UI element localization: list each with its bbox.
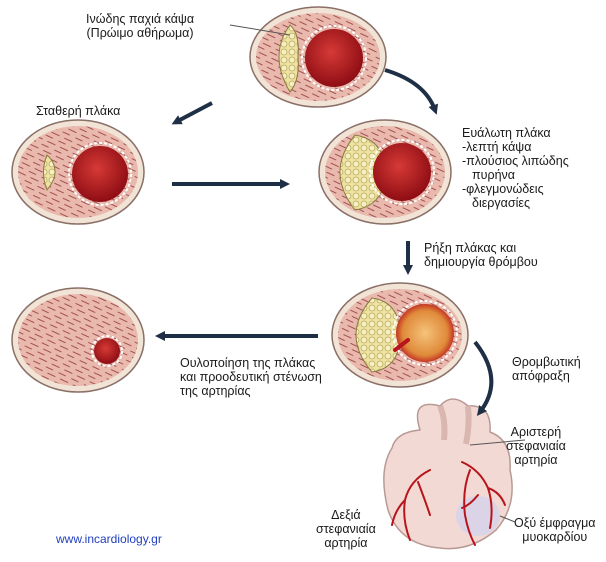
label-line: απόφραξη bbox=[512, 369, 581, 383]
arrow-to-vulnerable bbox=[385, 70, 435, 110]
label-line: αρτηρία bbox=[506, 453, 566, 467]
label-rupture: Ρήξη πλάκας και δημιουργία θρόμβου bbox=[424, 241, 538, 269]
early-atheroma-artery bbox=[250, 7, 386, 107]
heart-illustration bbox=[384, 399, 512, 549]
label-line: -λεπτή κάψα bbox=[462, 140, 569, 154]
label-right-coronary: Δεξιά στεφανιαία αρτηρία bbox=[316, 508, 376, 550]
label-left-coronary: Αριστερή στεφανιαία αρτηρία bbox=[506, 425, 566, 467]
label-line: αρτηρία bbox=[316, 536, 376, 550]
label-healing: Ουλοποίηση της πλάκας και προοδευτική στ… bbox=[180, 356, 322, 398]
label-line: Δεξιά bbox=[316, 508, 376, 522]
label-line: Θρομβωτική bbox=[512, 355, 581, 369]
label-line: -φλεγμονώδεις bbox=[462, 182, 569, 196]
label-line: πυρήνα bbox=[462, 168, 569, 182]
label-line: (Πρώιμο αθήρωμα) bbox=[86, 26, 194, 40]
label-stable-plaque: Σταθερή πλάκα bbox=[36, 104, 120, 118]
label-line: Ευάλωτη πλάκα bbox=[462, 126, 569, 140]
label-line: διεργασίες bbox=[462, 196, 569, 210]
label-line: στεφανιαία bbox=[506, 439, 566, 453]
label-line: δημιουργία θρόμβου bbox=[424, 255, 538, 269]
label-thrombotic-occlusion: Θρομβωτική απόφραξη bbox=[512, 355, 581, 383]
source-url[interactable]: www.incardiology.gr bbox=[56, 532, 162, 546]
label-line: μυοκαρδίου bbox=[514, 530, 596, 544]
label-vulnerable-plaque: Ευάλωτη πλάκα -λεπτή κάψα -πλούσιος λιπώ… bbox=[462, 126, 569, 210]
arrow-to-heart bbox=[475, 342, 491, 412]
label-mi: Οξύ έμφραγμα μυοκαρδίου bbox=[514, 516, 596, 544]
label-line: Ρήξη πλάκας και bbox=[424, 241, 538, 255]
stable-plaque-artery bbox=[12, 120, 144, 224]
label-line: Αριστερή bbox=[506, 425, 566, 439]
label-line: Ινώδης παχιά κάψα bbox=[86, 12, 194, 26]
label-line: Οξύ έμφραγμα bbox=[514, 516, 596, 530]
label-line: στεφανιαία bbox=[316, 522, 376, 536]
vulnerable-plaque-artery bbox=[319, 120, 451, 224]
label-line: Ουλοποίηση της πλάκας bbox=[180, 356, 322, 370]
arrow-to-stable bbox=[176, 103, 212, 122]
ruptured-plaque-artery bbox=[332, 283, 468, 387]
label-fibrous-cap: Ινώδης παχιά κάψα (Πρώιμο αθήρωμα) bbox=[86, 12, 194, 40]
label-line: της αρτηρίας bbox=[180, 384, 322, 398]
label-line: -πλούσιος λιπώδης bbox=[462, 154, 569, 168]
label-line: και προοδευτική στένωση bbox=[180, 370, 322, 384]
stenosed-artery bbox=[12, 288, 144, 392]
